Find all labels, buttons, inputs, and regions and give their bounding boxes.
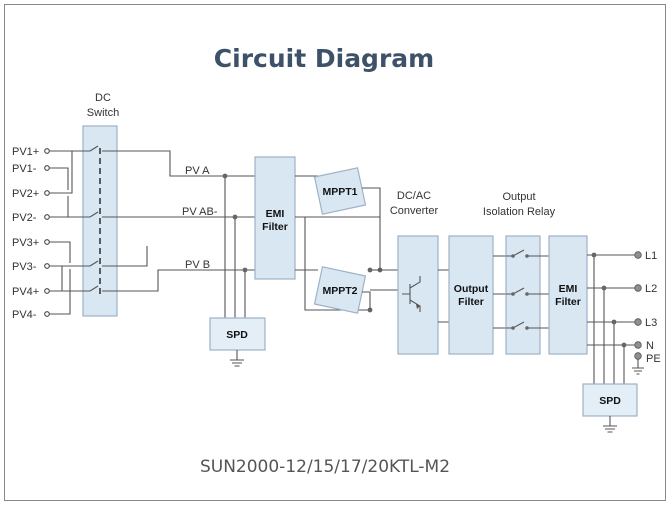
output-terminals <box>634 251 642 360</box>
filter-to-relay-wiring <box>493 255 506 329</box>
ground-icon <box>603 416 617 433</box>
mppt1-label: MPPT1 <box>322 186 357 198</box>
dcac-converter <box>397 235 439 355</box>
output-l1: L1 <box>645 250 657 262</box>
input-wiring <box>49 145 117 315</box>
input-terminals <box>44 148 50 317</box>
terminal <box>44 214 50 220</box>
pv-input-labels: PV1+ PV1- PV2+ PV2- PV3+ PV3- PV4+ PV4- <box>12 146 39 321</box>
output-l3: L3 <box>645 317 657 329</box>
dcac-label-2: Converter <box>390 205 439 217</box>
output-wiring <box>587 252 644 384</box>
relay-contacts <box>506 249 540 330</box>
input-pv3-minus: PV3- <box>12 261 37 273</box>
terminal <box>634 352 642 360</box>
output-isolation-relay <box>505 235 541 355</box>
terminal <box>634 318 642 326</box>
relay-to-emi-wiring <box>540 255 549 329</box>
input-pv2-minus: PV2- <box>12 212 37 224</box>
terminal <box>634 251 642 259</box>
bus-pv-ab-minus: PV AB- <box>182 206 218 218</box>
mppt2-block: MPPT2 <box>313 266 367 314</box>
output-l2: L2 <box>645 283 657 295</box>
dc-switch-label-2: Switch <box>87 107 119 119</box>
relay-label-2: Isolation Relay <box>483 206 556 218</box>
mppt-to-inverter-wiring <box>362 187 398 310</box>
input-pv4-plus: PV4+ <box>12 286 39 298</box>
ac-spd <box>582 383 638 417</box>
emi-output-label-2: Filter <box>555 296 581 308</box>
output-filter <box>448 235 494 355</box>
emi-input-label-2: Filter <box>262 221 288 233</box>
emi-input-filter <box>254 156 296 280</box>
terminal <box>44 311 50 317</box>
terminal <box>44 148 50 154</box>
terminal <box>44 263 50 269</box>
input-pv2-plus: PV2+ <box>12 188 39 200</box>
output-pe: PE <box>646 353 661 365</box>
bus-pv-a: PV A <box>185 165 210 177</box>
dc-spd-label: SPD <box>226 329 248 341</box>
dc-spd-wiring <box>222 173 248 318</box>
terminal <box>44 288 50 294</box>
mppt1-block: MPPT1 <box>313 167 367 215</box>
input-pv1-plus: PV1+ <box>12 146 39 158</box>
ground-icon <box>230 350 244 367</box>
dc-switch-label-1: DC <box>95 92 111 104</box>
diagram-title: Circuit Diagram <box>214 44 434 73</box>
dc-switch <box>82 125 118 317</box>
terminal <box>634 341 642 349</box>
ac-spd-label: SPD <box>599 395 621 407</box>
emi-input-label-1: EMI <box>266 208 285 220</box>
transistor-icon <box>402 276 421 312</box>
input-pv1-minus: PV1- <box>12 163 37 175</box>
emi-output-label-1: EMI <box>559 283 578 295</box>
terminal <box>44 190 50 196</box>
dc-spd <box>209 317 266 351</box>
inverter-to-filter-wiring <box>438 269 449 323</box>
relay-label-1: Output <box>502 191 535 203</box>
bus-pv-b: PV B <box>185 259 210 271</box>
terminal <box>44 239 50 245</box>
output-n: N <box>646 340 654 352</box>
input-pv4-minus: PV4- <box>12 309 37 321</box>
terminal <box>634 284 642 292</box>
input-pv3-plus: PV3+ <box>12 237 39 249</box>
output-filter-label-2: Filter <box>458 296 484 308</box>
diagram-frame <box>4 4 666 501</box>
output-filter-label-1: Output <box>454 283 489 295</box>
emi-to-mppt-wiring <box>295 175 383 313</box>
switch-output-wiring <box>117 150 255 292</box>
model-name: SUN2000-12/15/17/20KTL-M2 <box>200 457 450 477</box>
terminal <box>44 165 50 171</box>
dcac-label-1: DC/AC <box>397 190 431 202</box>
mppt2-label: MPPT2 <box>322 285 357 297</box>
emi-output-filter <box>548 235 588 355</box>
